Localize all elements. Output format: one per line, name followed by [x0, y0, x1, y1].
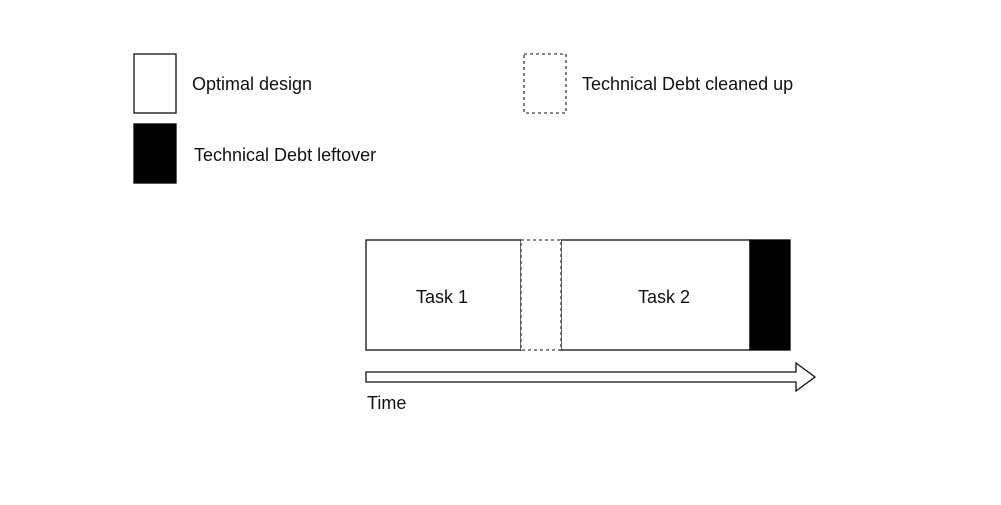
timeline-segment-cleanup [520, 239, 562, 351]
legend-label-leftover: Technical Debt leftover [194, 145, 377, 165]
legend-swatch-cleaned [523, 53, 567, 114]
timeline-segment-task1 [365, 239, 522, 351]
legend-label-cleaned: Technical Debt cleaned up [582, 74, 794, 94]
time-axis-label: Time [367, 393, 407, 413]
legend-swatch-optimal [133, 53, 177, 114]
timeline-segment-task2 [560, 239, 751, 351]
time-arrow [365, 361, 817, 393]
legend-swatch-leftover [133, 123, 177, 184]
legend-label-optimal: Optimal design [192, 74, 313, 94]
timeline-segment-debt [749, 239, 791, 351]
timeline-label-task2: Task 2 [638, 287, 691, 307]
timeline-label-task1: Task 1 [416, 287, 469, 307]
